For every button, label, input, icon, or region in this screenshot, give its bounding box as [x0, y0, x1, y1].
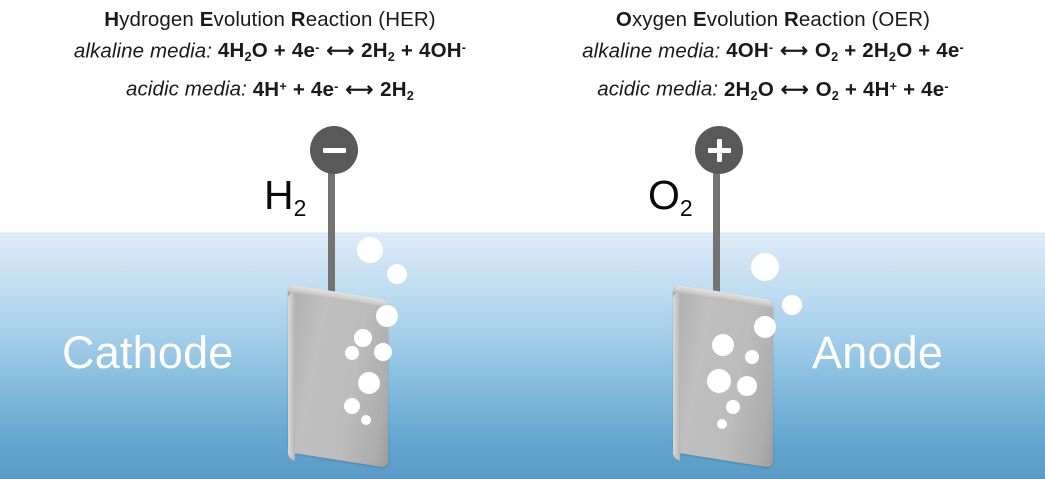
hydrogen-symbol: H	[264, 172, 294, 218]
her-alkaline-products: 2H2 + 4OH-	[361, 39, 467, 65]
oer-title: Oxygen Evolution Reaction (OER)	[512, 6, 1034, 33]
oer-acidic-equation: acidic media: 2H2O ⟷ O2 + 4H+ + 4e-	[512, 71, 1034, 109]
oxygen-bubble	[717, 419, 727, 429]
minus-icon	[322, 147, 346, 153]
her-acidic-media-label: acidic media	[125, 77, 242, 101]
her-title-rest-1: ydrogen	[119, 8, 200, 31]
cathode-label: Cathode	[62, 327, 234, 378]
oer-alkaline-colon: :	[714, 39, 721, 63]
oxygen-symbol: O	[648, 172, 680, 218]
her-title-bold-h: H	[104, 8, 120, 31]
oer-alkaline-arrow-icon: ⟷	[780, 40, 809, 63]
her-acidic-equation: acidic media: 4H+ + 4e- ⟷ 2H2	[10, 71, 530, 109]
oxygen-bubble	[745, 350, 759, 364]
oxygen-bubble	[726, 400, 740, 414]
anode-label: Anode	[812, 327, 944, 378]
oer-alkaline-equation: alkaline media: 4OH- ⟷ O2 + 2H2O + 4e-	[512, 33, 1034, 71]
oxygen-bubble	[782, 295, 802, 315]
oer-title-bold-o: O	[615, 8, 632, 31]
hydrogen-bubble	[376, 305, 398, 327]
water-body	[0, 232, 1045, 479]
her-acidic-arrow-icon: ⟷	[345, 78, 374, 101]
oer-title-bold-r: R	[784, 8, 799, 31]
oxygen-bubble	[712, 334, 734, 356]
cathode-rod	[328, 166, 335, 321]
plus-icon-vertical	[716, 138, 722, 162]
oxygen-gas-label: O2	[648, 175, 693, 220]
oer-alkaline-reactants: 4OH-	[726, 39, 774, 63]
oer-title-rest-1: xygen	[631, 8, 693, 31]
cathode-plate-left-edge	[288, 291, 295, 461]
hydrogen-gas-label: H2	[264, 175, 306, 220]
her-title-bold-r: R	[290, 8, 306, 31]
her-acidic-reactants: 4H+ + 4e-	[252, 77, 339, 101]
oer-acidic-arrow-icon: ⟷	[780, 78, 809, 101]
anode-rod	[713, 166, 720, 321]
anode-plate-left-edge	[673, 291, 680, 461]
hydrogen-bubble	[361, 415, 371, 425]
her-alkaline-equation: alkaline media: 4H2O + 4e- ⟷ 2H2 + 4OH-	[10, 33, 530, 71]
her-acidic-colon: :	[241, 77, 247, 101]
hydrogen-bubble	[358, 372, 380, 394]
oxygen-bubble	[751, 253, 779, 281]
oer-alkaline-media-label: alkaline media	[582, 39, 715, 63]
her-alkaline-colon: :	[206, 39, 213, 63]
oer-acidic-colon: :	[712, 77, 719, 101]
oer-title-rest-2: volution	[706, 8, 784, 31]
her-title-bold-e: E	[199, 8, 214, 31]
oxygen-bubble	[754, 316, 776, 338]
hydrogen-bubble	[354, 329, 372, 347]
oer-acidic-media-label: acidic media	[597, 77, 713, 101]
positive-terminal[interactable]	[695, 126, 743, 174]
her-alkaline-media-label: alkaline media	[73, 39, 207, 63]
her-text-block: Hydrogen Evolution Reaction (HER) alkali…	[10, 6, 530, 110]
oxygen-subscript: 2	[679, 194, 693, 221]
oxygen-bubble	[737, 376, 757, 396]
negative-terminal[interactable]	[310, 126, 358, 174]
oer-acidic-products: O2 + 4H+ + 4e-	[815, 77, 949, 103]
oxygen-bubble	[707, 369, 731, 393]
oer-title-bold-e: E	[692, 8, 707, 31]
hydrogen-bubble	[374, 343, 392, 361]
her-alkaline-arrow-icon: ⟷	[326, 40, 355, 63]
hydrogen-bubble	[357, 237, 383, 263]
oer-title-rest-3: eaction (OER)	[798, 8, 931, 31]
her-title-rest-2: volution	[213, 8, 291, 31]
hydrogen-bubble	[344, 398, 360, 414]
oer-text-block: Oxygen Evolution Reaction (OER) alkaline…	[512, 6, 1034, 110]
her-title-rest-3: eaction (HER)	[305, 8, 436, 31]
hydrogen-bubble	[387, 264, 407, 284]
water-surface-line	[0, 232, 1045, 233]
her-acidic-products: 2H2	[380, 77, 415, 103]
hydrogen-bubble	[345, 346, 359, 360]
hydrogen-subscript: 2	[293, 194, 307, 221]
oer-alkaline-products: O2 + 2H2O + 4e-	[814, 39, 964, 65]
her-alkaline-reactants: 4H2O + 4e-	[217, 39, 320, 65]
oer-acidic-reactants: 2H2O	[723, 77, 774, 103]
her-title: Hydrogen Evolution Reaction (HER)	[10, 6, 530, 33]
